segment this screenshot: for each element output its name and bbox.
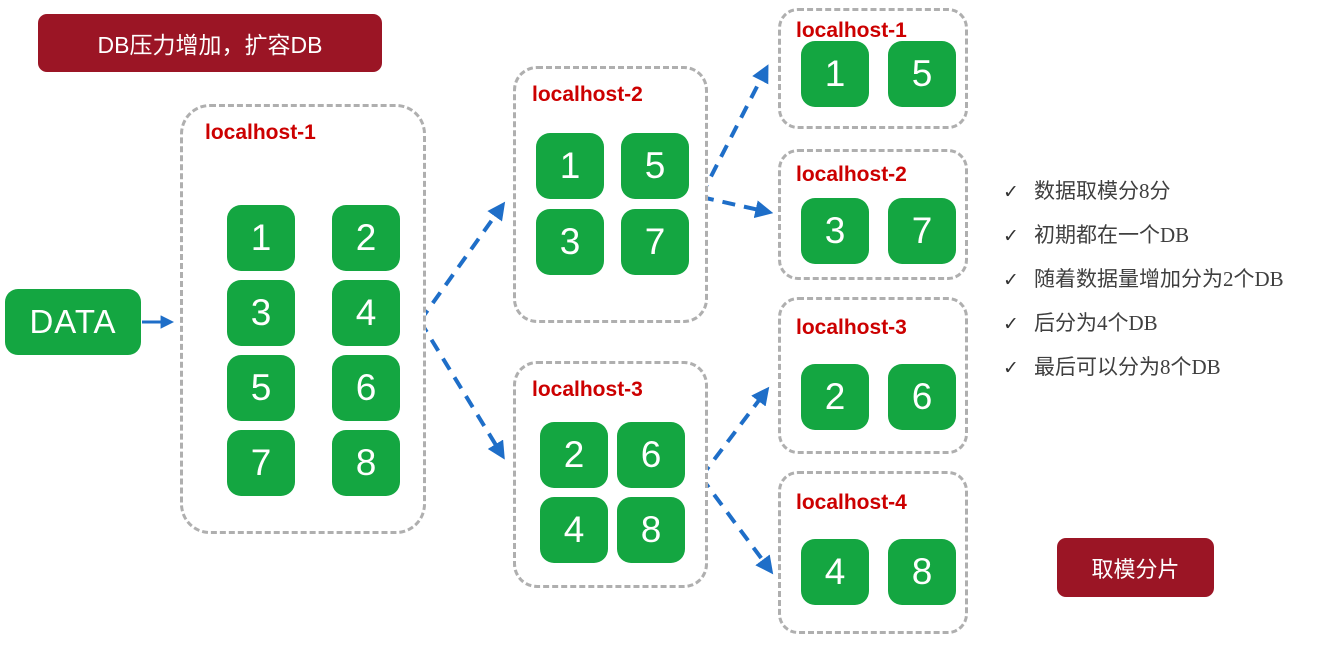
shard-tile: 5 [888,41,956,107]
host-label: localhost-1 [205,121,316,144]
note-text: 后分为4个DB [1034,311,1158,335]
shard-tile: 5 [227,355,295,421]
shard-grid: 1 5 [801,41,956,107]
shard-tile: 2 [332,205,400,271]
host-label: localhost-2 [532,83,643,106]
banner-db-pressure: DB压力增加，扩容DB [38,14,382,72]
host-box-localhost-4-final: localhost-4 4 8 [778,471,968,634]
shard-grid: 2 6 [801,364,956,430]
shard-tile: 2 [801,364,869,430]
arrow-split-to-localhost2 [418,201,506,323]
shard-tile: 8 [617,497,685,563]
host-label: localhost-3 [532,378,643,401]
shard-tile: 3 [536,209,604,275]
note-item: ✓ 后分为4个DB [1003,312,1284,335]
check-icon: ✓ [1003,357,1019,379]
shard-tile: 1 [227,205,295,271]
check-icon: ✓ [1003,181,1019,203]
host-box-localhost-1-final: localhost-1 1 5 [778,8,968,129]
check-icon: ✓ [1003,269,1019,291]
note-text: 初期都在一个DB [1034,223,1190,247]
check-icon: ✓ [1003,313,1019,335]
note-item: ✓ 最后可以分为8个DB [1003,356,1284,379]
host-label: localhost-1 [796,19,907,42]
note-text: 数据取模分8分 [1034,179,1171,203]
shard-grid: 4 8 [801,539,956,605]
host-label: localhost-2 [796,163,907,186]
shard-tile: 4 [801,539,869,605]
shard-tile: 8 [888,539,956,605]
arrow-localhost3-to-final3 [699,386,770,479]
shard-grid: 3 7 [801,198,956,264]
shard-tile: 8 [332,430,400,496]
shard-grid: 1 2 3 4 5 6 7 8 [227,205,400,496]
shard-tile: 4 [332,280,400,346]
note-text: 最后可以分为8个DB [1034,355,1221,379]
host-label: localhost-4 [796,491,907,514]
host-box-localhost-1-stage1: localhost-1 1 2 3 4 5 6 7 8 [180,104,426,534]
data-source-box: DATA [5,289,141,355]
shard-tile: 1 [536,133,604,199]
shard-tile: 1 [801,41,869,107]
arrow-localhost2-to-final2 [700,195,774,219]
shard-tile: 4 [540,497,608,563]
shard-tile: 5 [621,133,689,199]
host-box-localhost-3-stage2: localhost-3 2 6 4 8 [513,361,708,588]
shard-tile: 2 [540,422,608,488]
check-icon: ✓ [1003,225,1019,247]
note-item: ✓ 初期都在一个DB [1003,224,1284,247]
shard-tile: 6 [617,422,685,488]
note-text: 随着数据量增加分为2个DB [1034,267,1284,291]
shard-tile: 6 [888,364,956,430]
shard-tile: 6 [332,355,400,421]
notes-list: ✓ 数据取模分8分 ✓ 初期都在一个DB ✓ 随着数据量增加分为2个DB ✓ 后… [1003,180,1284,400]
host-box-localhost-2-final: localhost-2 3 7 [778,149,968,280]
shard-tile: 3 [227,280,295,346]
host-box-localhost-3-final: localhost-3 2 6 [778,297,968,454]
note-item: ✓ 数据取模分8分 [1003,180,1284,203]
arrow-split-to-localhost3 [418,319,505,460]
shard-tile: 7 [227,430,295,496]
note-item: ✓ 随着数据量增加分为2个DB [1003,268,1284,291]
arrow-localhost2-to-final1 [699,64,769,197]
banner-modulo-sharding: 取模分片 [1057,538,1214,597]
arrow-localhost3-to-final4 [699,475,774,575]
host-box-localhost-2-stage2: localhost-2 1 5 3 7 [513,66,708,323]
host-label: localhost-3 [796,316,907,339]
shard-grid: 2 6 4 8 [540,422,685,563]
shard-grid: 1 5 3 7 [536,133,689,275]
shard-tile: 7 [621,209,689,275]
shard-tile: 7 [888,198,956,264]
shard-tile: 3 [801,198,869,264]
